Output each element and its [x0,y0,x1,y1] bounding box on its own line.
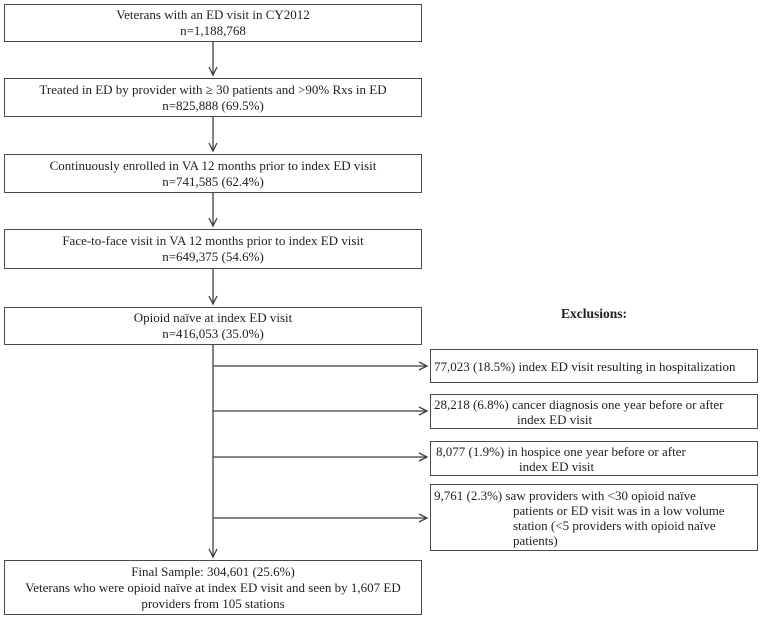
box-count: n=416,053 (35.0%) [162,326,264,341]
exclusion-text: station (<5 providers with opioid naïve [513,517,716,533]
box-line: Veterans with an ED visit in CY2012 [116,7,310,22]
box-count: n=1,188,768 [180,23,246,38]
exclusion-text: patients or ED visit was in a low volume [513,502,725,518]
flow-box-treated-in-ed: Treated in ED by provider with ≥ 30 pati… [4,78,422,117]
exclusion-text: 9,761 (2.3%) saw providers with <30 opio… [434,487,696,503]
flow-box-ed-visits: Veterans with an ED visit in CY2012 n=1,… [4,4,422,42]
flow-box-final-sample: Final Sample: 304,601 (25.6%) Veterans w… [4,560,422,615]
flow-box-opioid-naive: Opioid naïve at index ED visit n=416,053… [4,307,422,345]
flow-box-continuously-enrolled: Continuously enrolled in VA 12 months pr… [4,154,422,193]
box-line: Opioid naïve at index ED visit [133,310,293,325]
exclusion-text: patients) [513,532,558,548]
box-count: n=649,375 (54.6%) [162,249,264,264]
flow-box-face-to-face: Face-to-face visit in VA 12 months prior… [4,229,422,269]
box-line: Treated in ED by provider with ≥ 30 pati… [39,81,387,97]
exclusion-box-low-volume: 9,761 (2.3%) saw providers with <30 opio… [430,484,758,551]
exclusion-text: index ED visit [517,411,593,427]
exclusion-text: 77,023 (18.5%) index ED visit resulting … [434,358,736,374]
exclusion-text: 28,218 (6.8%) cancer diagnosis one year … [434,396,724,412]
box-line: Veterans who were opioid naïve at index … [25,579,401,611]
exclusion-box-cancer: 28,218 (6.8%) cancer diagnosis one year … [430,394,758,429]
exclusion-box-hospice: 8,077 (1.9%) in hospice one year before … [430,441,758,476]
box-count: n=741,585 (62.4%) [162,173,264,189]
exclusion-box-hospitalization: 77,023 (18.5%) index ED visit resulting … [430,349,758,383]
box-line: Face-to-face visit in VA 12 months prior… [62,233,364,248]
exclusion-text: index ED visit [519,458,595,474]
box-count: n=825,888 (69.5%) [162,97,264,113]
exclusion-text: 8,077 (1.9%) in hospice one year before … [436,443,686,459]
box-line: Continuously enrolled in VA 12 months pr… [49,157,377,173]
exclusions-header: Exclusions: [560,306,628,321]
box-count: Final Sample: 304,601 (25.6%) [131,563,295,579]
